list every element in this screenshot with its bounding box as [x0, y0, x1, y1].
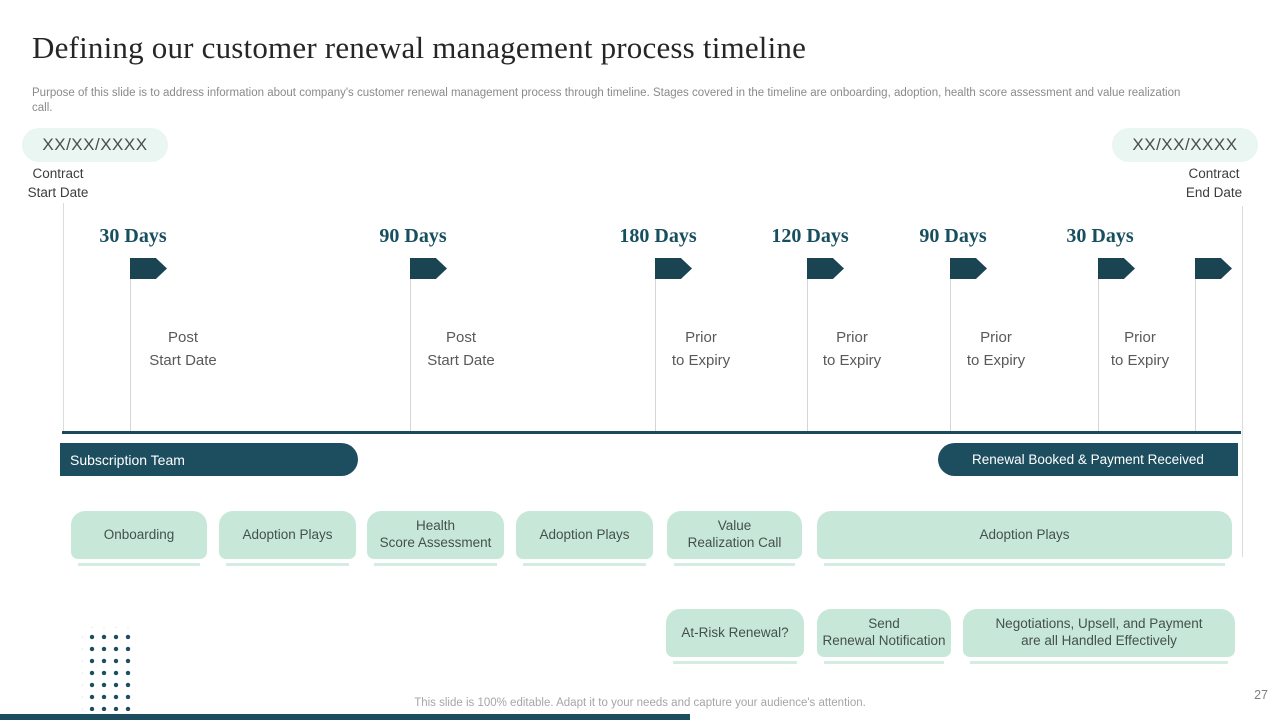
stage-box-onboarding: Onboarding	[71, 511, 207, 559]
stage-box-value-realization: Value Realization Call	[667, 511, 802, 559]
milestone-phase-label: Prior to Expiry	[966, 329, 1026, 369]
milestone-arrow-icon	[130, 258, 167, 279]
milestone-arrow-icon	[655, 258, 692, 279]
stage-box-health-score: Health Score Assessment	[367, 511, 504, 559]
milestone-days-label: 30 Days	[99, 225, 167, 247]
stage-underline	[374, 563, 497, 566]
stage-underline	[970, 661, 1228, 664]
end-date-guide-line	[1242, 206, 1243, 557]
timeline-axis	[62, 431, 1241, 434]
milestone-connector-line	[1098, 279, 1099, 432]
milestone-phase-label: Prior to Expiry	[1110, 329, 1170, 369]
timeline-end-arrow-icon	[1195, 258, 1232, 279]
milestone-phase-label: Post Start Date	[149, 329, 217, 369]
dot-grid-decoration	[82, 627, 132, 711]
milestone-arrow-icon	[950, 258, 987, 279]
contract-end-date-label: Contract End Date	[1185, 166, 1243, 200]
contract-end-date-capsule: XX/XX/XXXX	[1112, 128, 1258, 162]
stage-box-at-risk-renewal: At-Risk Renewal?	[666, 609, 804, 657]
purpose-text: Purpose of this slide is to address info…	[32, 87, 1181, 114]
renewal-booked-band: Renewal Booked & Payment Received	[938, 443, 1238, 476]
milestone-arrow-icon	[410, 258, 447, 279]
stage-underline	[673, 661, 797, 664]
stage-underline	[824, 563, 1225, 566]
milestone-connector-line	[410, 279, 411, 432]
milestone-connector-line	[655, 279, 656, 432]
slide-title: Defining our customer renewal management…	[32, 30, 807, 65]
subscription-team-band: Subscription Team	[60, 443, 358, 476]
milestone-days-label: 30 Days	[1066, 225, 1134, 247]
stage-box-adoption-plays-2: Adoption Plays	[516, 511, 653, 559]
stage-underline	[78, 563, 200, 566]
footer-note: This slide is 100% editable. Adapt it to…	[414, 697, 866, 709]
milestone-phase-label: Prior to Expiry	[671, 329, 731, 369]
end-connector-line	[1195, 279, 1196, 432]
milestone-days-label: 120 Days	[771, 225, 849, 247]
milestone-arrow-icon	[807, 258, 844, 279]
stage-underline	[226, 563, 349, 566]
bottom-accent-bar	[0, 714, 690, 720]
milestone-connector-line	[130, 279, 131, 432]
milestone-days-label: 90 Days	[379, 225, 447, 247]
contract-start-date-capsule: XX/XX/XXXX	[22, 128, 168, 162]
milestone-phase-label: Post Start Date	[427, 329, 495, 369]
stage-underline	[523, 563, 646, 566]
milestone-connector-line	[807, 279, 808, 432]
milestone-days-label: 180 Days	[619, 225, 697, 247]
milestone-arrow-icon	[1098, 258, 1135, 279]
stage-box-negotiations-upsell: Negotiations, Upsell, and Payment are al…	[963, 609, 1235, 657]
stage-underline	[824, 661, 944, 664]
stage-box-send-renewal-notification: Send Renewal Notification	[817, 609, 951, 657]
milestone-phase-label: Prior to Expiry	[822, 329, 882, 369]
milestone-connector-line	[950, 279, 951, 432]
stage-underline	[674, 563, 795, 566]
start-date-guide-line	[63, 203, 64, 432]
milestone-days-label: 90 Days	[919, 225, 987, 247]
stage-box-adoption-plays-3: Adoption Plays	[817, 511, 1232, 559]
contract-start-date-label: Contract Start Date	[27, 166, 89, 200]
page-number: 27	[1254, 688, 1268, 702]
stage-box-adoption-plays-1: Adoption Plays	[219, 511, 356, 559]
